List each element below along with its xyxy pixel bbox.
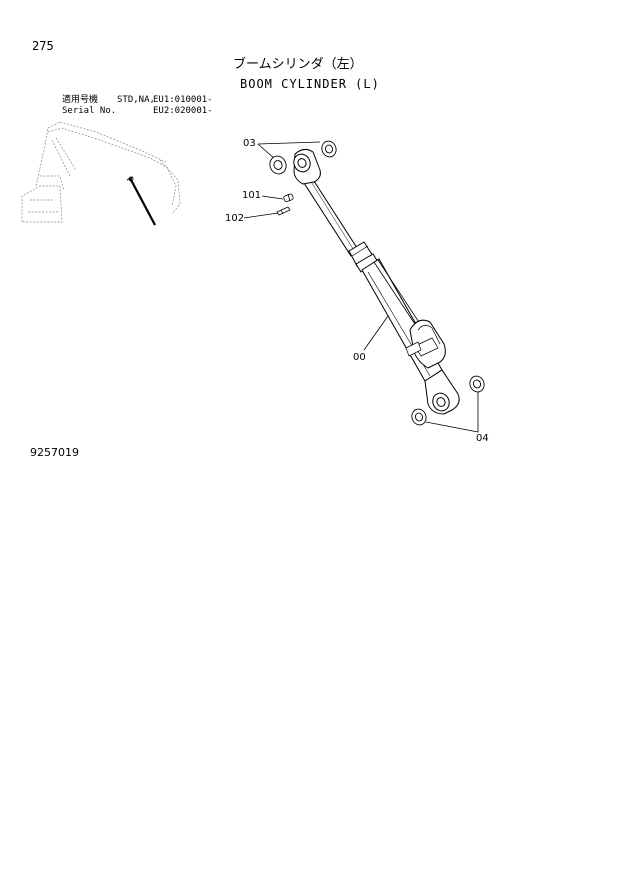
callout-101: 101 — [242, 190, 262, 201]
callout-03: 03 — [243, 138, 256, 149]
washer-03-right — [321, 140, 337, 158]
serial-label-japanese: 適用号機 — [62, 95, 99, 105]
title-japanese: ブームシリンダ（左） — [233, 57, 363, 72]
washer-04-right — [469, 375, 485, 393]
drawing-number: 9257019 — [30, 446, 79, 459]
serial-eu1: EU1:010001- — [153, 95, 213, 105]
callout-00: 00 — [353, 352, 366, 363]
fitting-102 — [276, 206, 291, 216]
washer-04-left — [411, 408, 427, 426]
serial-label-english: Serial No. — [62, 106, 117, 116]
serial-std: STD,NA, — [117, 95, 155, 105]
washer-03-left — [269, 155, 287, 175]
serial-eu2: EU2:020001- — [153, 106, 213, 116]
excavator-thumbnail — [21, 121, 181, 223]
title-english: BOOM CYLINDER (L) — [240, 77, 380, 91]
thumbnail-cylinder-highlight — [126, 176, 156, 226]
callout-04: 04 — [476, 433, 489, 444]
boom-cylinder — [293, 148, 460, 415]
callout-102: 102 — [225, 213, 245, 224]
grease-fitting-101 — [283, 193, 294, 203]
page-number: 275 — [32, 39, 54, 53]
